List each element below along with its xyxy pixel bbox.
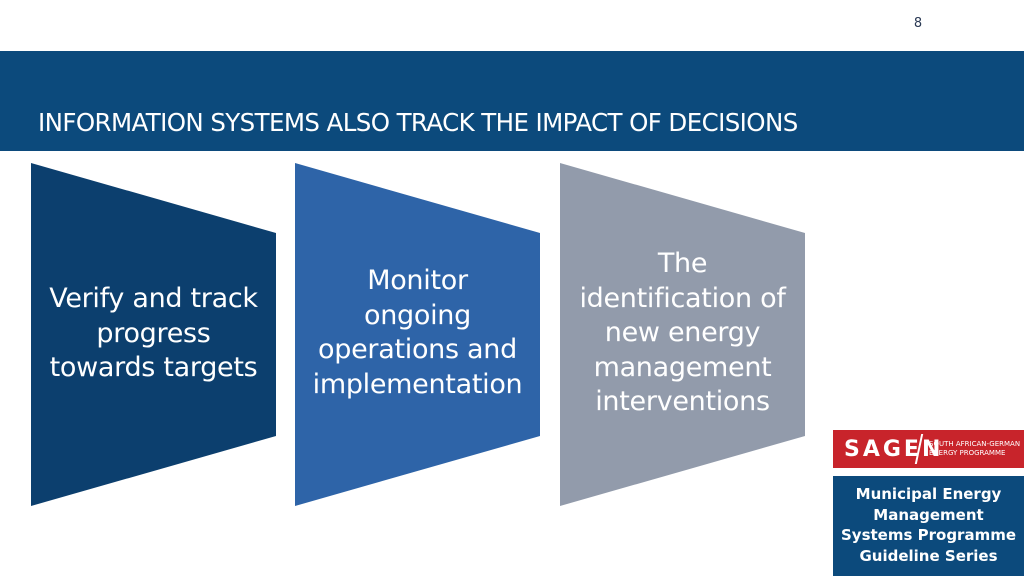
- shape-monitor-graphic: [295, 163, 540, 506]
- header-band: [0, 51, 1024, 151]
- series-line-3: Systems Programme: [840, 526, 1017, 544]
- guideline-series-box: Municipal Energy Management Systems Prog…: [833, 476, 1024, 576]
- shape-identification-line-1: The: [657, 248, 708, 279]
- shape-verify-line-3: towards targets: [49, 352, 258, 383]
- shape-identification-line-3: new energy: [604, 317, 761, 348]
- series-line-1: Municipal Energy: [855, 485, 1002, 503]
- shape-identification-line-2: identification of: [579, 282, 786, 314]
- shape-monitor-line-4: implementation: [312, 368, 523, 400]
- process-shape-verify: Verify and track progress towards target…: [31, 163, 276, 506]
- shape-verify-label: Verify and track progress towards target…: [31, 282, 276, 386]
- shape-identification-label: The identification of new energy managem…: [560, 247, 805, 420]
- shape-verify-line-2: progress: [96, 317, 211, 349]
- shape-monitor-label: Monitor ongoing operations and implement…: [295, 264, 540, 402]
- shape-monitor-line-2: ongoing: [364, 299, 471, 331]
- sagen-logo: SAGEN SOUTH AFRICAN-GERMAN ENERGY PROGRA…: [833, 430, 1024, 468]
- process-shape-identification: The identification of new energy managem…: [560, 163, 805, 506]
- sagen-subtitle-line-2: ENERGY PROGRAMME: [929, 449, 1006, 457]
- shape-identification-graphic: [560, 163, 805, 506]
- series-line-4: Guideline Series: [859, 546, 998, 565]
- page-number: 8: [913, 16, 923, 31]
- slide-title: INFORMATION SYSTEMS ALSO TRACK THE IMPAC…: [38, 108, 798, 137]
- shape-verify-graphic: [31, 163, 276, 506]
- shape-monitor-line-3: operations and: [318, 334, 517, 365]
- sagen-logo-name: SAGEN: [844, 437, 944, 462]
- process-shape-monitor: Monitor ongoing operations and implement…: [295, 163, 540, 506]
- shape-identification-line-4: management: [593, 351, 772, 383]
- sagen-logo-subtitle: SOUTH AFRICAN-GERMAN ENERGY PROGRAMME: [929, 440, 1020, 458]
- shape-verify-line-1: Verify and track: [49, 283, 258, 314]
- shape-identification-line-5: interventions: [595, 386, 770, 417]
- sagen-subtitle-line-1: SOUTH AFRICAN-GERMAN: [929, 440, 1021, 448]
- series-line-2: Management: [873, 505, 984, 524]
- shape-monitor-line-1: Monitor: [367, 265, 468, 296]
